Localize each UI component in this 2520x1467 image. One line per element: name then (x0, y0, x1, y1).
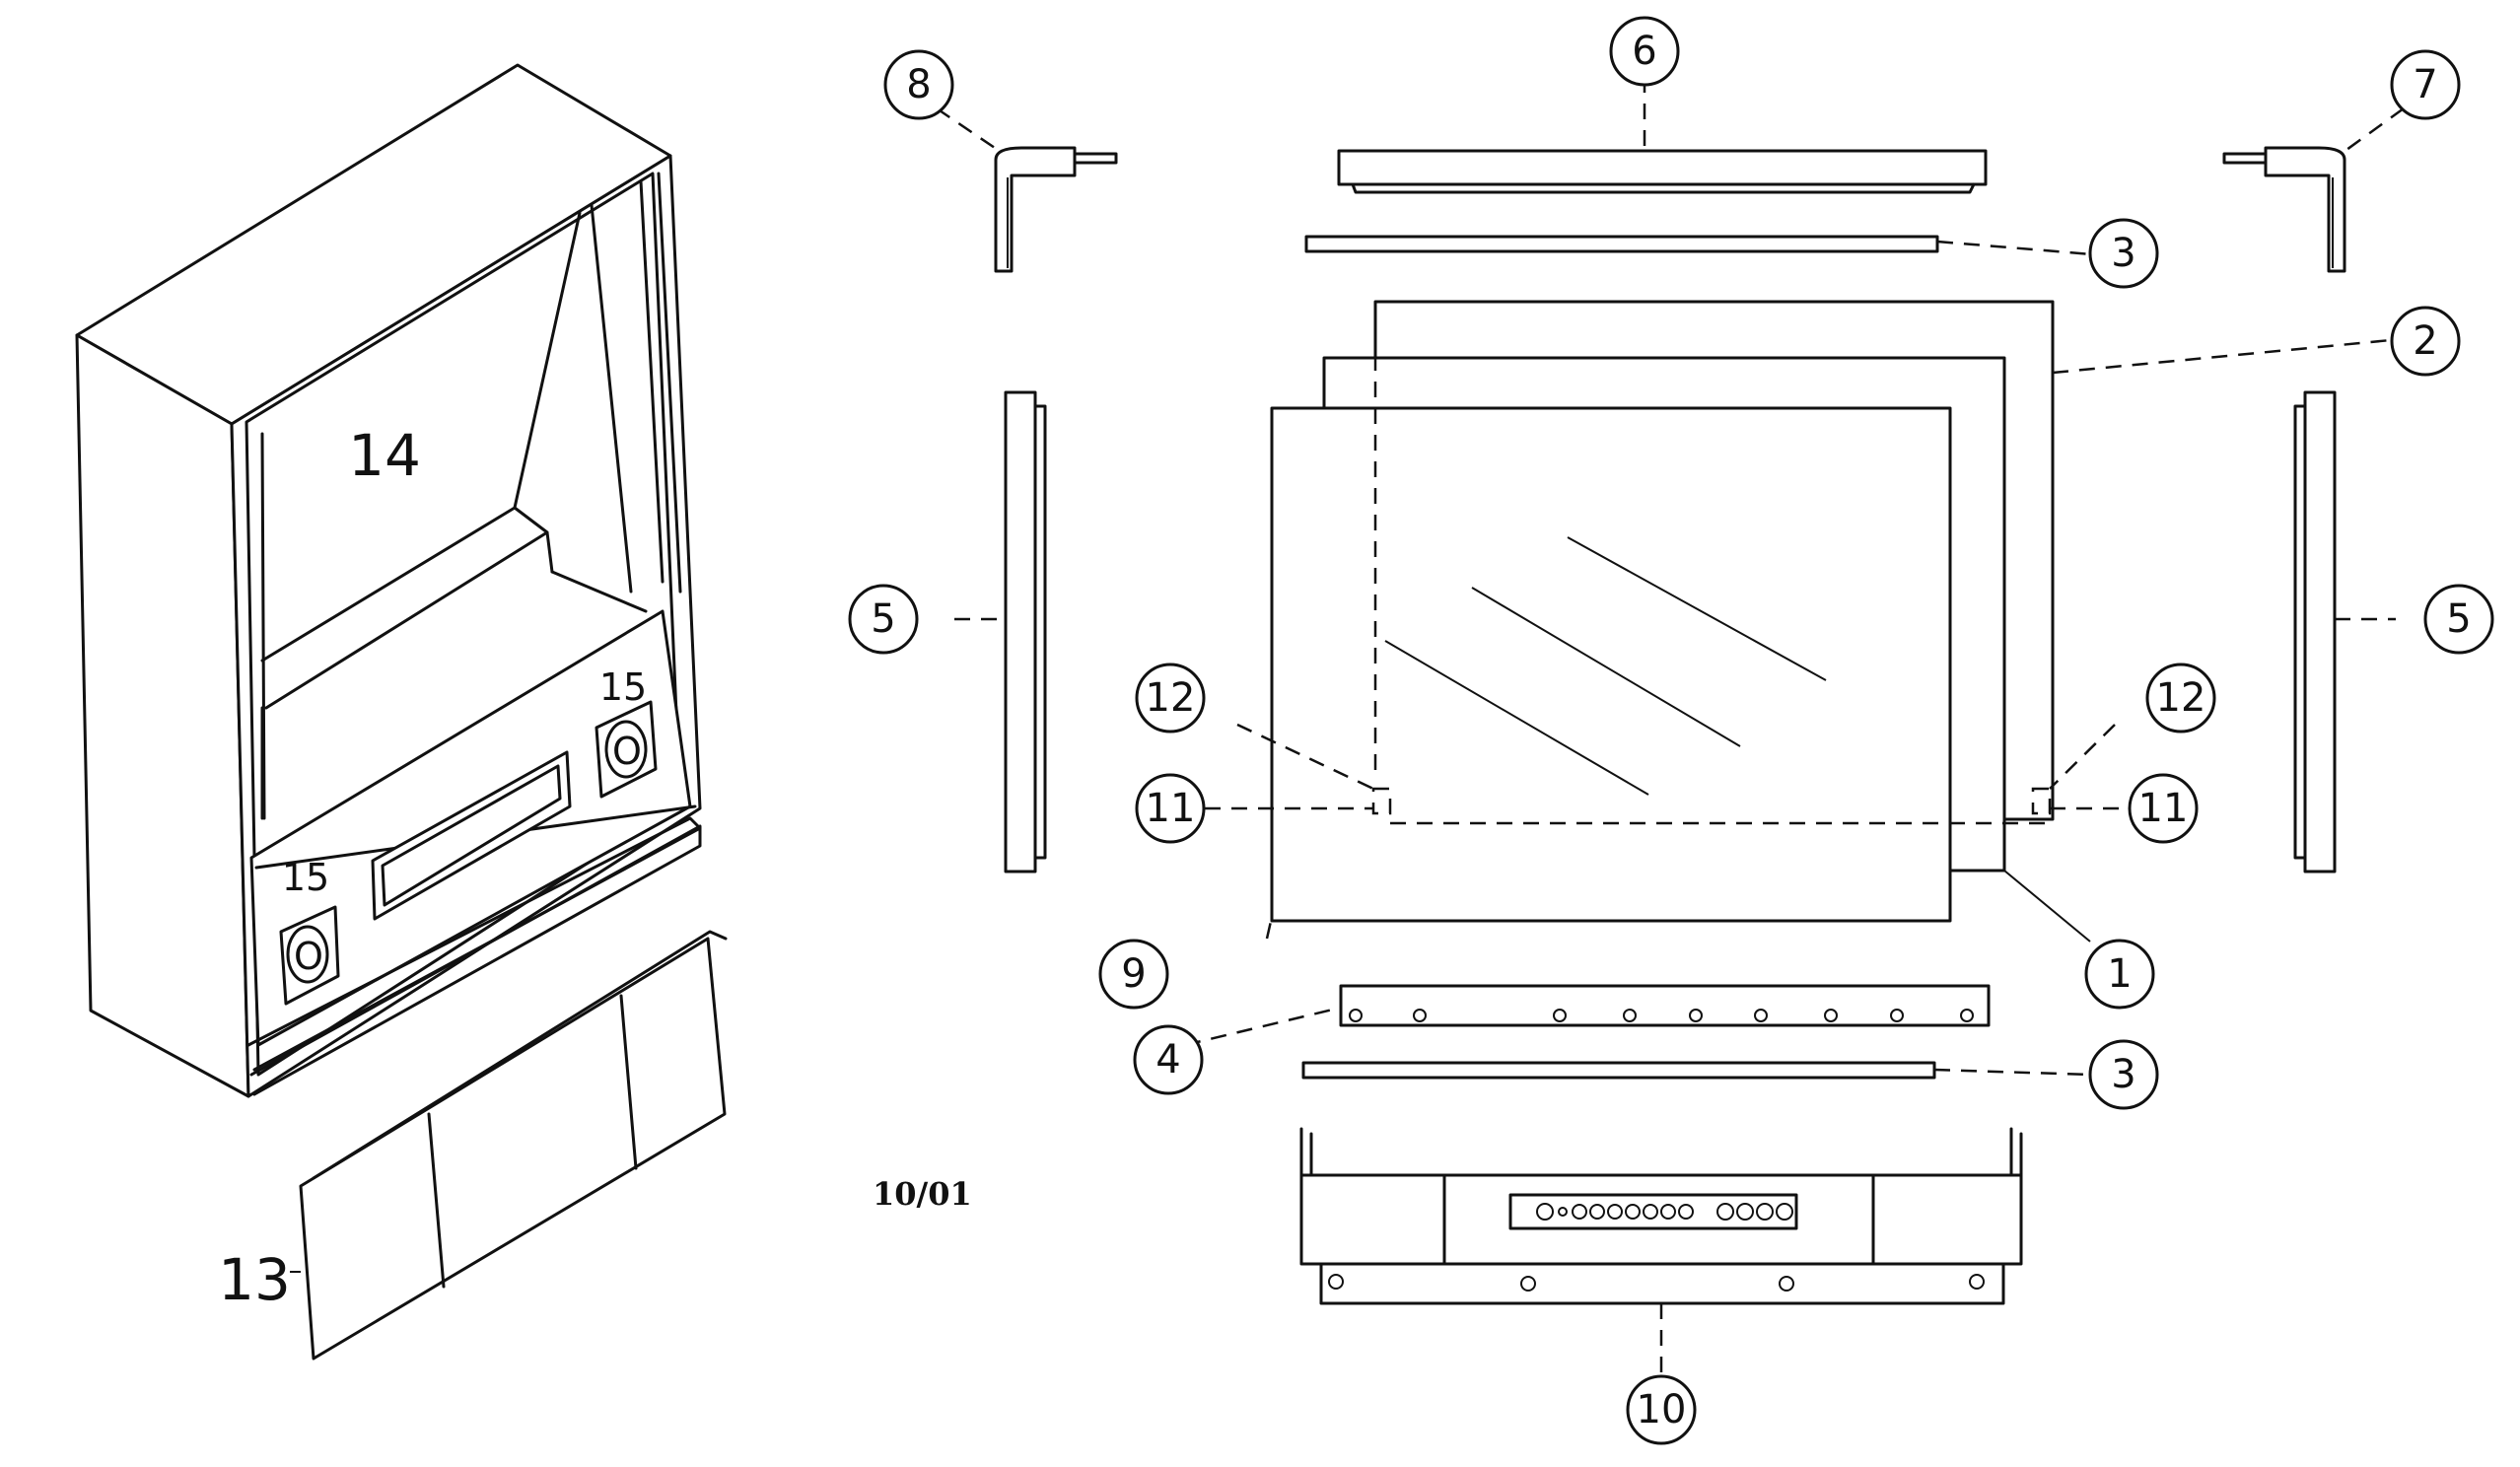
callout-6: 6 (1609, 16, 1680, 87)
callout-11-left: 11 (1135, 773, 1206, 844)
callout-5-right: 5 (2423, 584, 2494, 655)
svg-text:7: 7 (2413, 62, 2437, 107)
control-panel-buttons (1536, 1203, 1793, 1221)
speaker-left: O (279, 905, 340, 1006)
svg-text:3: 3 (2111, 1052, 2135, 1097)
callout-4: 4 (1133, 1024, 1204, 1095)
callout-10: 10 (1626, 1374, 1697, 1445)
screen-glare (1384, 536, 1827, 796)
front-cover-panel (299, 937, 727, 1361)
label-15-right: 15 (599, 665, 647, 709)
svg-text:8: 8 (906, 62, 931, 107)
callout-1: 1 (2084, 939, 2155, 1010)
cabinet-mirror (260, 211, 582, 710)
speaker-right-glyph: O (612, 730, 642, 773)
callout-5-left: 5 (848, 584, 919, 655)
speaker-left-glyph: O (294, 935, 323, 978)
label-15-left: 15 (282, 856, 329, 899)
cabinet-assembly: O O 14 15 15 (75, 63, 702, 1098)
hidden-clip-left (1371, 787, 1392, 815)
corner-bracket-left (994, 146, 1118, 273)
label-13: 13 (218, 1246, 291, 1313)
svg-text:5: 5 (2446, 596, 2471, 642)
front-screen-9 (1270, 406, 1952, 923)
svg-text:11: 11 (2138, 786, 2189, 831)
cabinet-inner-deck (260, 570, 648, 820)
cabinet-inner-wall (260, 432, 266, 820)
svg-text:12: 12 (1146, 675, 1196, 721)
cabinet-side-face (75, 333, 250, 1098)
callout-3-top: 3 (2088, 218, 2159, 289)
control-slot-inner (381, 764, 562, 907)
cabinet-right-rail (590, 172, 682, 594)
leader-lines (936, 77, 2405, 1375)
svg-text:10: 10 (1637, 1387, 1687, 1432)
bottom-bar (1339, 984, 1991, 1027)
callout-11-right: 11 (2128, 773, 2199, 844)
callout-12-right: 12 (2145, 663, 2216, 734)
svg-text:9: 9 (1121, 951, 1146, 997)
svg-text:6: 6 (1632, 29, 1656, 74)
cabinet-bottom-lip (249, 824, 702, 1096)
svg-text:11: 11 (1146, 786, 1196, 831)
bottom-trim-control-panel (1299, 1127, 2023, 1305)
svg-text:1: 1 (2107, 951, 2132, 997)
bottom-strip (1301, 1061, 1936, 1080)
label-14: 14 (348, 422, 421, 489)
callout-8: 8 (883, 49, 954, 120)
front-cover-seams (427, 994, 638, 1289)
date-code: 10/01 (873, 1175, 972, 1213)
front-cover: 13 (218, 930, 728, 1361)
svg-text:4: 4 (1155, 1037, 1180, 1083)
control-panel-strip (1508, 1193, 1798, 1230)
front-cover-top-edge (312, 930, 728, 1180)
top-trim (1337, 149, 1988, 194)
corner-bracket-right (2222, 146, 2346, 273)
control-slot (371, 750, 572, 921)
svg-text:2: 2 (2413, 318, 2437, 364)
callout-2: 2 (2390, 306, 2461, 377)
top-strip (1304, 235, 1939, 253)
callout-12-left: 12 (1135, 663, 1206, 734)
svg-text:5: 5 (871, 596, 895, 642)
side-trim-left (1004, 390, 1047, 873)
callout-3-bottom: 3 (2088, 1039, 2159, 1110)
svg-text:3: 3 (2111, 231, 2135, 276)
side-trim-right (2293, 390, 2337, 873)
speaker-right: O (595, 700, 658, 799)
callout-7: 7 (2390, 49, 2461, 120)
hidden-clip-right (2031, 787, 2052, 815)
callout-9: 9 (1098, 939, 1169, 1010)
svg-text:12: 12 (2156, 675, 2206, 721)
